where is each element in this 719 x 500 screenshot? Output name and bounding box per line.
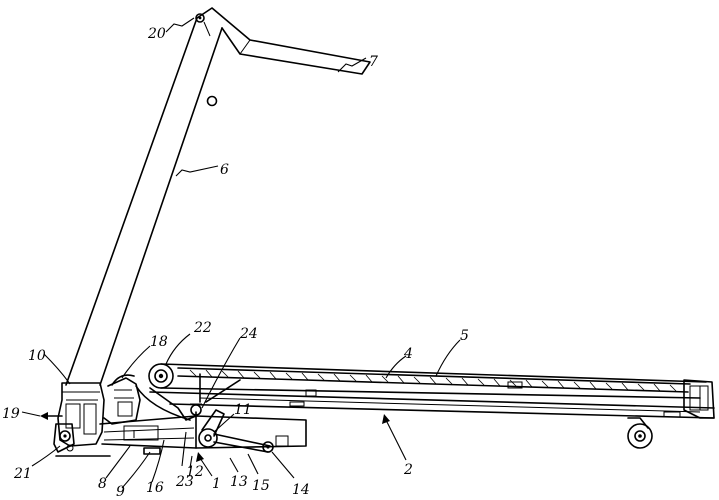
handle-bar [196,7,371,75]
upright-column [65,17,223,386]
label-16: 15 [252,478,270,494]
label-8: 20 [147,26,166,42]
deck-frame [135,363,715,449]
label-2: 2 [403,462,413,478]
label-10: 10 [28,348,46,364]
label-19: 18 [150,334,168,350]
lift-pivot-wheel [198,428,218,448]
label-24: 24 [239,326,258,342]
label-13: 12 [186,464,204,480]
reference-labels: 20 7 6 10 18 22 24 4 5 2 19 21 8 9 16 23… [2,26,469,500]
label-9: 8 [98,476,107,492]
rear-wheel [627,417,653,449]
label-12: 11 [234,402,252,418]
label-14: 13 [230,474,248,490]
column-top-cap [195,13,205,23]
label-21: 21 [13,466,32,482]
deck-hatching [189,369,677,392]
label-11: 9 [116,484,125,500]
label-5: 5 [460,328,469,344]
lift-frame [99,403,307,455]
label-4: 4 [403,346,413,362]
label-23: 23 [175,474,194,490]
leader-lines [21,17,461,489]
label-6: 6 [220,162,229,178]
column-pin-hole [206,95,218,107]
front-base-assembly [40,374,141,457]
label-18: 16 [146,480,164,496]
label-22: 22 [193,320,212,336]
label-15: 14 [292,482,310,498]
label-20: 19 [2,406,20,422]
label-7: 7 [369,54,378,70]
label-1: 1 [212,476,221,492]
